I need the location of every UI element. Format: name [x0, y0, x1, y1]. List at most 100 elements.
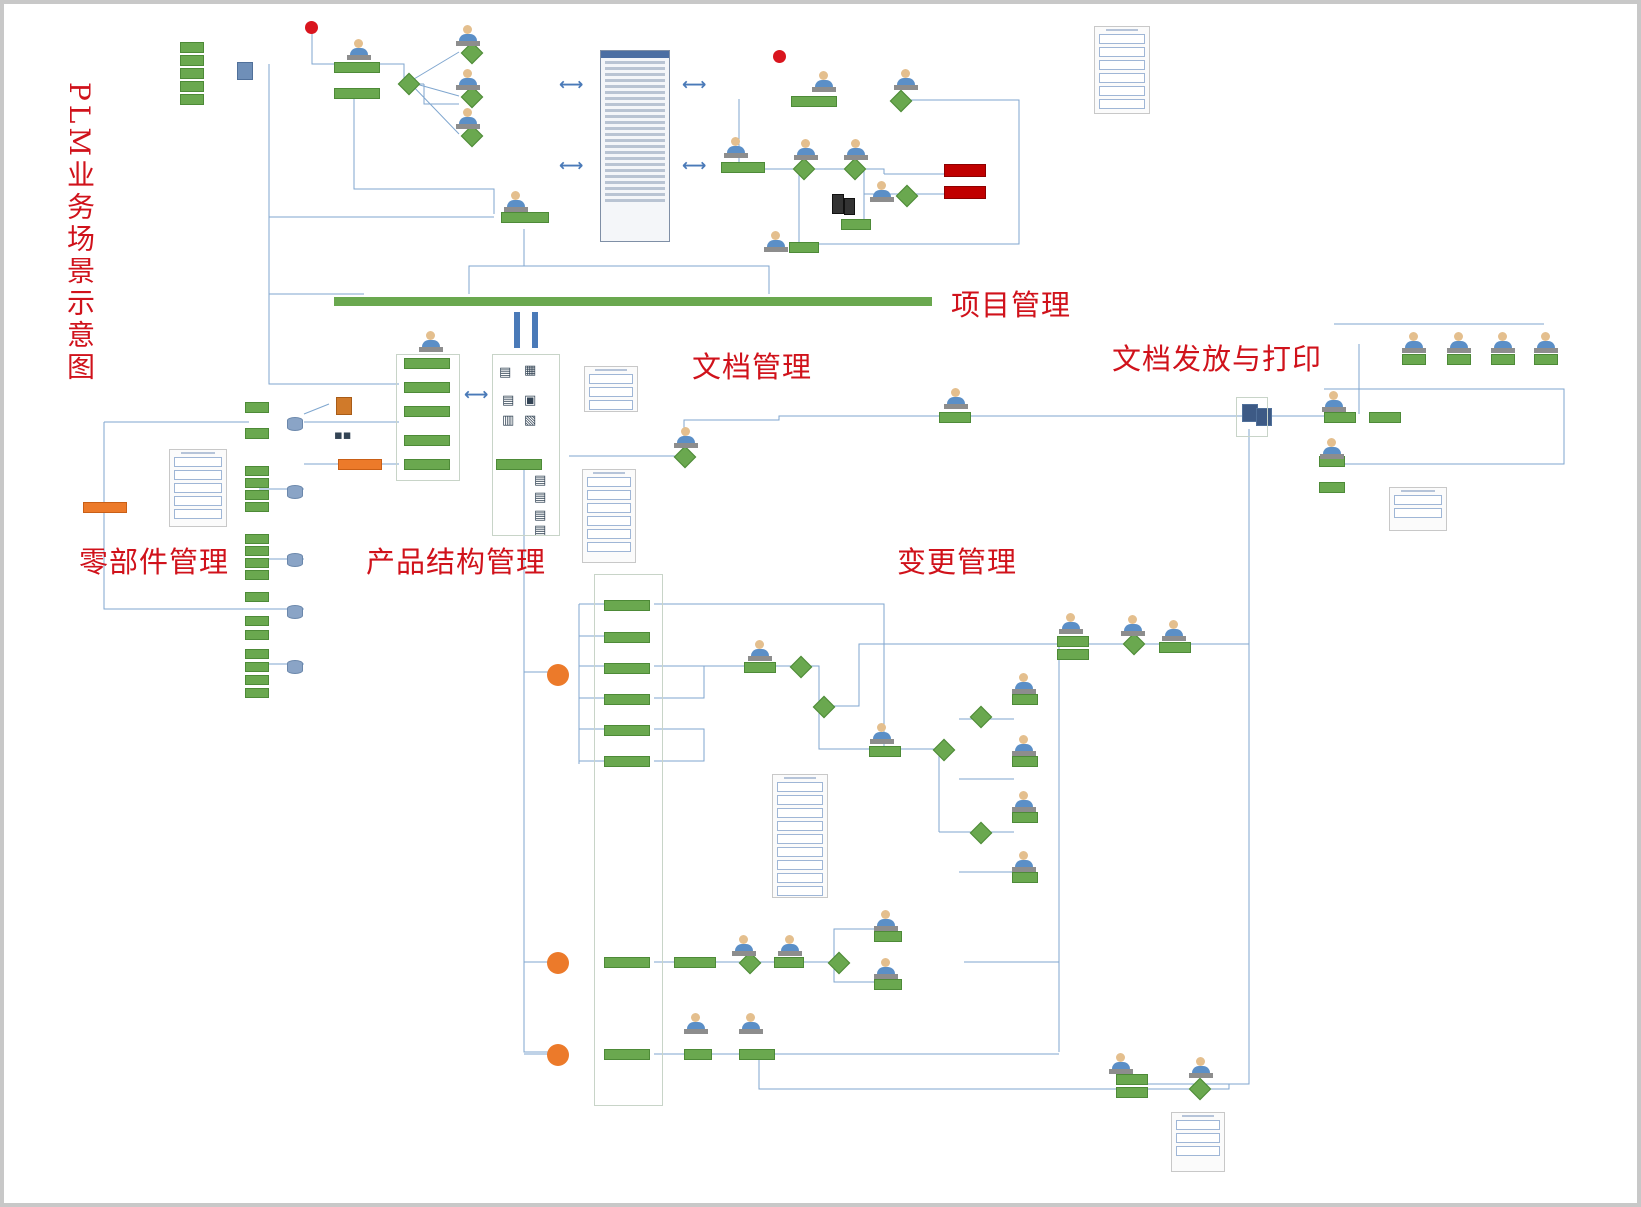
user-icon [1447, 331, 1471, 355]
process-box [874, 979, 902, 990]
process-box [1116, 1087, 1148, 1098]
server-icon [832, 194, 844, 214]
process-box [739, 1049, 775, 1060]
server-icon [844, 198, 855, 215]
document-icon: ▣ [524, 393, 537, 408]
process-box [501, 212, 549, 223]
process-box [404, 435, 450, 446]
user-icon [1534, 331, 1558, 355]
process-box [874, 931, 902, 942]
process-box [245, 662, 269, 672]
user-icon [778, 934, 802, 958]
process-box [791, 96, 837, 107]
user-icon [794, 138, 818, 162]
alert-box [944, 186, 986, 199]
alert-box [944, 164, 986, 177]
process-box [939, 412, 971, 423]
document-icon: ▥ [502, 413, 515, 428]
process-box [245, 558, 269, 568]
user-icon [1322, 390, 1346, 414]
process-box [245, 478, 269, 488]
process-box [404, 459, 450, 470]
change-lane [594, 574, 663, 1106]
process-box [774, 957, 804, 968]
user-icon [1320, 437, 1344, 461]
start-node-1 [305, 21, 318, 34]
coding-system-icon [336, 397, 352, 415]
document-icon: ▧ [524, 413, 537, 428]
database-icon [287, 485, 303, 499]
process-box [404, 406, 450, 417]
process-box [245, 502, 269, 512]
section-label-document-management: 文档管理 [692, 350, 813, 384]
project-link-arrow-right [532, 312, 538, 348]
note-box [584, 366, 638, 412]
user-icon [1059, 612, 1083, 636]
user-icon [1491, 331, 1515, 355]
database-icon [287, 605, 303, 619]
process-box [245, 466, 269, 476]
connector-lines [103, 30, 1565, 1090]
process-box [496, 459, 542, 470]
user-icon [347, 38, 371, 62]
process-box [245, 490, 269, 500]
section-label-document-release-print: 文档发放与打印 [1112, 342, 1323, 376]
user-icon [1012, 734, 1036, 758]
note-box [582, 469, 636, 563]
note-box [1389, 487, 1447, 531]
process-box [1491, 354, 1515, 365]
user-icon [456, 107, 480, 131]
document-icon: ▦ [524, 363, 537, 378]
process-box [180, 94, 204, 105]
change-start-circle [547, 952, 569, 974]
process-box [1534, 354, 1558, 365]
process-box [1159, 642, 1191, 653]
process-box [245, 546, 269, 556]
orange-process-box [338, 459, 382, 470]
document-icon: ▤ [534, 508, 547, 523]
process-box [334, 88, 380, 99]
process-box [1012, 812, 1038, 823]
print-server-icon [1256, 408, 1272, 426]
process-box [404, 382, 450, 393]
user-icon [504, 190, 528, 214]
user-icon [724, 136, 748, 160]
user-icon [419, 330, 443, 354]
user-icon [944, 387, 968, 411]
process-box [1447, 354, 1471, 365]
process-box [744, 662, 776, 673]
project-link-arrow-left [514, 312, 520, 348]
process-box [604, 694, 650, 705]
note-box [1171, 1112, 1225, 1172]
user-icon [894, 68, 918, 92]
section-label-product-structure-management: 产品结构管理 [366, 545, 547, 579]
user-icon [1162, 619, 1186, 643]
user-icon [1012, 672, 1036, 696]
process-box [684, 1049, 712, 1060]
process-box [604, 663, 650, 674]
software-window-thumbnail [600, 50, 670, 242]
note-box [772, 774, 828, 898]
process-box [1012, 694, 1038, 705]
server-icon [237, 62, 253, 80]
start-node-2 [773, 50, 786, 63]
process-box [789, 242, 819, 253]
user-icon [1012, 850, 1036, 874]
user-icon [732, 934, 756, 958]
process-box [180, 81, 204, 92]
process-box [604, 600, 650, 611]
change-start-circle [547, 1044, 569, 1066]
process-box [245, 534, 269, 544]
user-icon [1402, 331, 1426, 355]
process-box [180, 55, 204, 66]
process-box [604, 756, 650, 767]
process-box [1012, 872, 1038, 883]
process-box [1116, 1074, 1148, 1085]
process-box [180, 68, 204, 79]
user-icon [684, 1012, 708, 1036]
document-icon: ▤ [502, 393, 515, 408]
double-arrow-icon: ⟷ [682, 75, 707, 95]
user-icon [456, 24, 480, 48]
user-icon [812, 70, 836, 94]
user-icon [456, 68, 480, 92]
